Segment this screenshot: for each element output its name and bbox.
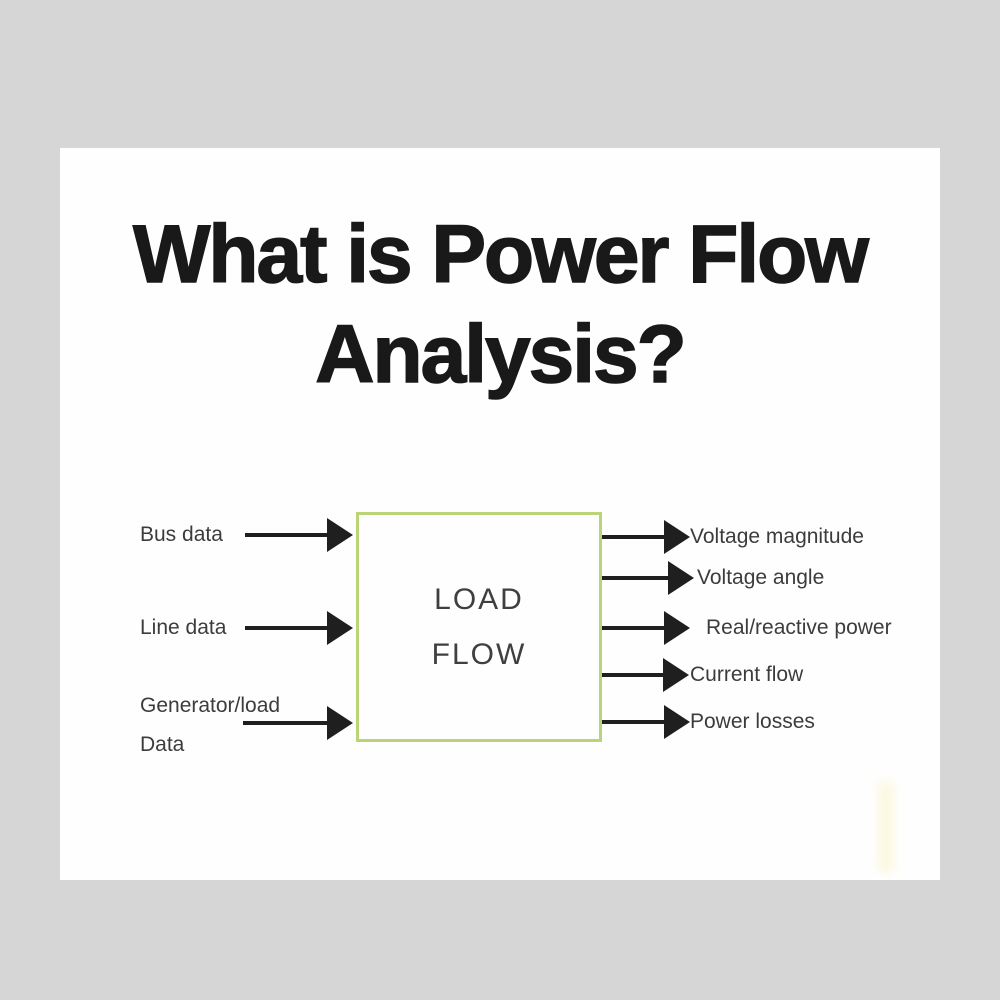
- input-arrowhead-icon-line-data: [327, 611, 353, 645]
- load-flow-box: LOAD FLOW: [356, 512, 602, 742]
- title-line-1: What is Power Flow: [132, 208, 869, 301]
- output-arrow-line-voltage-angle: [602, 576, 668, 580]
- output-arrowhead-icon-voltage-angle: [668, 561, 694, 595]
- output-arrowhead-icon-power-losses: [664, 705, 690, 739]
- page-title: What is Power Flow Analysis?: [60, 205, 940, 405]
- input-label-generator-load-line2: Data: [140, 733, 185, 756]
- output-label-voltage-angle: Voltage angle: [697, 566, 825, 589]
- input-arrow-line-line-data: [245, 626, 327, 630]
- output-arrowhead-icon-real-reactive-power: [664, 611, 690, 645]
- output-arrow-line-real-reactive-power: [602, 626, 664, 630]
- input-arrowhead-icon-bus-data: [327, 518, 353, 552]
- input-label-bus-data: Bus data: [140, 523, 223, 546]
- output-label-real-reactive-power: Real/reactive power: [706, 616, 892, 639]
- input-arrowhead-icon-generator-load: [327, 706, 353, 740]
- output-arrow-line-power-losses: [602, 720, 664, 724]
- output-label-power-losses: Power losses: [690, 710, 815, 733]
- input-arrow-line-bus-data: [245, 533, 327, 537]
- input-label-line-data: Line data: [140, 616, 227, 639]
- output-arrowhead-icon-current-flow: [663, 658, 689, 692]
- load-flow-label-line2: FLOW: [431, 638, 527, 671]
- input-label-generator-load-line1: Generator/load: [140, 694, 281, 717]
- title-line-2: Analysis?: [315, 308, 688, 401]
- output-label-current-flow: Current flow: [690, 663, 804, 686]
- watermark-smudge: [878, 782, 894, 872]
- output-arrow-line-voltage-magnitude: [602, 535, 664, 539]
- load-flow-label-line1: LOAD: [434, 583, 524, 616]
- input-arrow-line-generator-load: [243, 721, 327, 725]
- output-arrow-line-current-flow: [602, 673, 663, 677]
- output-arrowhead-icon-voltage-magnitude: [664, 520, 690, 554]
- output-label-voltage-magnitude: Voltage magnitude: [690, 525, 864, 548]
